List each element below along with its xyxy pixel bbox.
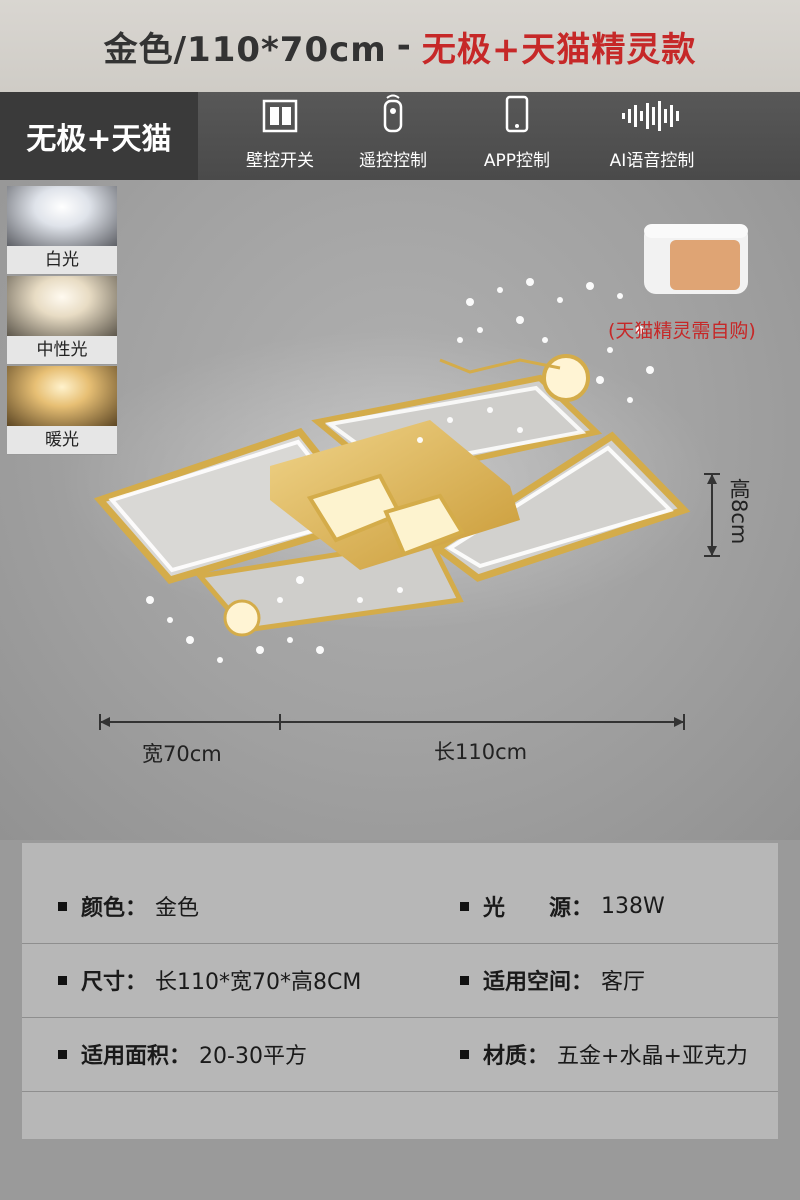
- spec-key: 颜色：: [81, 896, 148, 921]
- light-mode-label: 中性光: [7, 336, 117, 365]
- bullet-icon: [460, 1049, 469, 1059]
- product-scene: [0, 92, 800, 840]
- white-light-image: [7, 186, 117, 246]
- voice-wave-icon: [620, 99, 684, 138]
- spec-item-area: 适用面积： 20-30平方: [58, 1017, 307, 1091]
- mode-label: 无极+天猫: [0, 92, 198, 180]
- smart-speaker-image: [644, 224, 748, 294]
- spec-key: 尺寸：: [81, 970, 148, 995]
- width-dimension-label: 宽70cm: [142, 742, 222, 766]
- spec-row: 适用面积： 20-30平方 材质： 五金+水晶+亚克力: [22, 1017, 778, 1092]
- light-mode-neutral: 中性光: [7, 276, 117, 365]
- control-label: 遥控控制: [359, 151, 427, 171]
- spec-item-space: 适用空间： 客厅: [460, 943, 645, 1017]
- wall-switch-icon: [262, 99, 298, 138]
- control-label: APP控制: [483, 151, 551, 171]
- spec-value: 金色: [155, 896, 200, 921]
- title-main: 金色/110*70cm: [103, 29, 387, 70]
- control-label: 壁控开关: [246, 151, 314, 171]
- spec-value: 五金+水晶+亚克力: [557, 1044, 748, 1069]
- spec-value: 长110*宽70*高8CM: [155, 970, 362, 995]
- remote-control-icon: [381, 93, 405, 138]
- title-separator: -: [396, 26, 412, 66]
- spec-key: 光 源：: [483, 896, 594, 921]
- spec-value: 138W: [601, 893, 665, 919]
- control-wall-switch: 壁控开关: [235, 92, 325, 180]
- light-mode-warm: 暖光: [7, 366, 117, 455]
- bullet-icon: [58, 1049, 67, 1059]
- spec-key: 材质：: [483, 1044, 550, 1069]
- spec-row: 颜色： 金色 光 源： 138W: [22, 869, 778, 944]
- control-label: AI语音控制: [609, 151, 695, 171]
- warm-light-image: [7, 366, 117, 426]
- neutral-light-image: [7, 276, 117, 336]
- spec-row: 尺寸： 长110*宽70*高8CM 适用空间： 客厅: [22, 943, 778, 1018]
- spec-item-size: 尺寸： 长110*宽70*高8CM: [58, 943, 361, 1017]
- spec-table: 颜色： 金色 光 源： 138W 尺寸： 长110*宽70*高8CM 适用空间：…: [22, 843, 778, 1139]
- height-dimension-label: 高8cm: [727, 478, 751, 545]
- ceiling-lamp-illustration: [60, 224, 748, 730]
- control-mode-bar: 无极+天猫 壁控开关 遥控控制 APP控制 AI语音控制: [0, 92, 800, 180]
- speaker-note: (天猫精灵需自购): [608, 320, 756, 342]
- title-accent: 无极+天猫精灵款: [421, 29, 697, 70]
- spec-value: 客厅: [601, 970, 646, 995]
- right-frame: [431, 431, 691, 582]
- spec-item-material: 材质： 五金+水晶+亚克力: [460, 1017, 748, 1091]
- light-mode-label: 白光: [7, 246, 117, 275]
- control-app: APP控制: [472, 92, 562, 180]
- control-voice: AI语音控制: [596, 92, 708, 180]
- bullet-icon: [460, 901, 469, 911]
- spec-value: 20-30平方: [199, 1044, 307, 1069]
- length-dimension-line: [99, 714, 685, 730]
- light-mode-white: 白光: [7, 186, 117, 275]
- control-remote: 遥控控制: [348, 92, 438, 180]
- spec-item-color: 颜色： 金色: [58, 869, 199, 943]
- length-dimension-label: 长110cm: [434, 740, 528, 764]
- light-mode-label: 暖光: [7, 426, 117, 455]
- spec-key: 适用空间：: [483, 970, 594, 995]
- bullet-icon: [58, 975, 67, 985]
- product-title: 金色/110*70cm - 无极+天猫精灵款: [0, 0, 800, 92]
- smartphone-icon: [505, 95, 529, 138]
- spec-key: 适用面积：: [81, 1044, 192, 1069]
- bullet-icon: [58, 901, 67, 911]
- spec-item-light-source: 光 源： 138W: [460, 869, 665, 943]
- bullet-icon: [460, 975, 469, 985]
